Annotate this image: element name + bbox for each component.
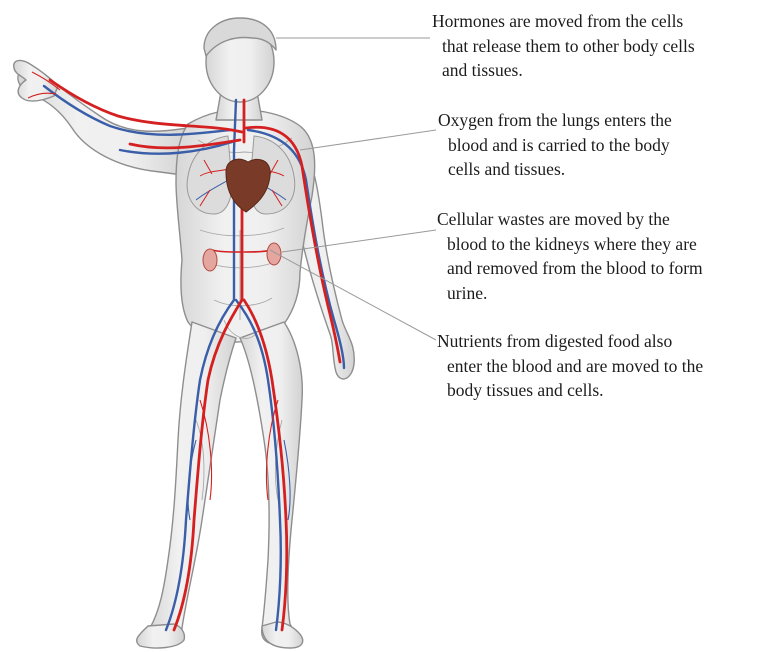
callout-wastes-line-3: and removed from the blood to form <box>437 256 703 281</box>
callout-wastes-line-2: blood to the kidneys where they are <box>437 232 703 257</box>
left-foot <box>137 624 185 648</box>
callout-nutrients-line-2: enter the blood and are moved to the <box>437 354 703 379</box>
callout-hormones-line-3: and tissues. <box>432 58 695 83</box>
callout-oxygen-line-3: cells and tissues. <box>438 157 672 182</box>
right-kidney <box>267 243 281 265</box>
callout-oxygen: Oxygen from the lungs enters the blood a… <box>438 108 672 182</box>
callout-nutrients-line-1: Nutrients from digested food also <box>437 329 703 354</box>
callout-wastes-line-4: urine. <box>437 281 703 306</box>
left-kidney <box>203 249 217 271</box>
callout-hormones-line-1: Hormones are moved from the cells <box>432 9 695 34</box>
callout-hormones: Hormones are moved from the cells that r… <box>432 9 695 83</box>
callout-oxygen-line-1: Oxygen from the lungs enters the <box>438 108 672 133</box>
callout-hormones-line-2: that release them to other body cells <box>432 34 695 59</box>
leader-line-oxygen <box>300 130 436 150</box>
callout-nutrients-line-3: body tissues and cells. <box>437 378 703 403</box>
left-leg <box>148 322 236 644</box>
callout-oxygen-line-2: blood and is carried to the body <box>438 133 672 158</box>
callout-nutrients: Nutrients from digested food also enter … <box>437 329 703 403</box>
callout-wastes-line-1: Cellular wastes are moved by the <box>437 207 703 232</box>
callout-wastes: Cellular wastes are moved by the blood t… <box>437 207 703 305</box>
